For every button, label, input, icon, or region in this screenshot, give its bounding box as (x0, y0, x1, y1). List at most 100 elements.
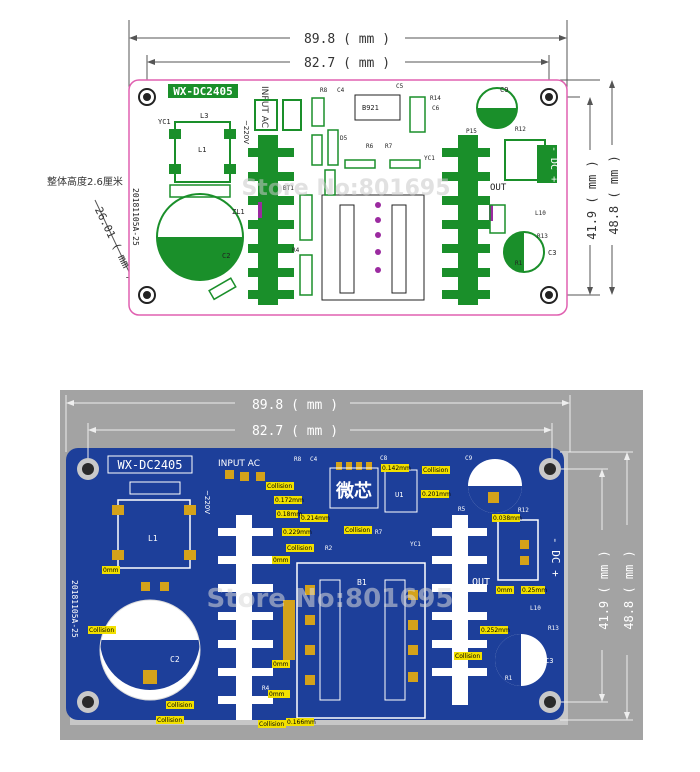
svg-text:0.166mm: 0.166mm (287, 719, 316, 726)
top-mounting-holes (138, 88, 558, 304)
svg-text:0mm: 0mm (269, 691, 285, 698)
bottom-watermark: Store No:801695 (206, 584, 453, 614)
top-capacitor-c9: C9 (476, 86, 518, 129)
bottom-brand-box (329, 467, 379, 509)
top-b921-label: B921 (362, 104, 379, 112)
top-model-label-bg (168, 84, 238, 98)
svg-text:BT1: BT1 (283, 185, 294, 192)
bottom-220v-label: ~220V (203, 490, 211, 514)
bottom-input-ac-label: INPUT AC (218, 459, 260, 469)
bottom-mounting-holes (77, 458, 561, 713)
top-ic-b921 (354, 94, 401, 121)
top-zl1-label: ZL1 (232, 208, 245, 216)
top-inductor-l1 (169, 121, 236, 183)
svg-text:BT1: BT1 (240, 575, 251, 582)
overall-height-dimension: 48.8 ( mm ) (607, 155, 621, 235)
bottom-out-label: OUT (472, 577, 490, 588)
top-capacitor-c3: C3 (503, 231, 556, 273)
overall-width-dimension: 89.8 ( mm ) (304, 32, 390, 47)
top-dc-label-bg (537, 145, 557, 183)
top-l3-label: L3 (200, 112, 208, 120)
svg-text:C8: C8 (380, 455, 388, 462)
top-220v-label: ~220V (242, 120, 250, 144)
svg-text:0mm: 0mm (103, 567, 119, 574)
bottom-dimension-lines (65, 395, 633, 721)
bottom-pcb-view: 89.8 ( mm ) 82.7 ( mm ) 41.9 ( mm ) 48.8… (60, 390, 643, 740)
bottom-heatsink-left (218, 515, 273, 720)
bottom-capacitor-c2: C2 (99, 599, 201, 701)
svg-text:R8: R8 (294, 456, 302, 463)
bottom-overall-width-dimension: 89.8 ( mm ) (252, 398, 338, 413)
svg-text:Collision: Collision (157, 717, 182, 724)
svg-text:R7: R7 (385, 143, 393, 150)
svg-text:C3: C3 (545, 657, 553, 665)
top-pcb-view: 89.8 ( mm ) 82.7 ( mm ) 41.9 ( mm ) 48.8… (47, 20, 621, 316)
hole-spacing-width-dimension: 82.7 ( mm ) (304, 56, 390, 71)
svg-text:Collision: Collision (89, 627, 114, 634)
svg-text:0.201mm: 0.201mm (422, 491, 451, 498)
bottom-overall-height-dimension: 48.8 ( mm ) (622, 550, 636, 630)
svg-text:P15: P15 (466, 128, 477, 135)
top-transformer-b1 (321, 194, 425, 301)
top-heatsink-left (248, 135, 294, 305)
bottom-inductor-l1: L1 (112, 481, 196, 569)
svg-text:L10: L10 (530, 605, 541, 612)
svg-text:YC1: YC1 (424, 155, 435, 162)
svg-text:R1: R1 (505, 675, 513, 682)
svg-text:0.172mm: 0.172mm (275, 497, 304, 504)
svg-text:YC1: YC1 (410, 541, 421, 548)
bottom-hole-spacing-height-dimension: 41.9 ( mm ) (597, 550, 611, 630)
svg-text:R5: R5 (458, 506, 466, 513)
height-note: 整体高度2.6厘米 (47, 175, 123, 188)
top-transformer-pins (258, 202, 493, 273)
svg-text:R4: R4 (292, 247, 300, 254)
drc-markers: Collision 0.142mm Collision 0.172mm 0.20… (88, 464, 547, 728)
svg-text:Collision: Collision (167, 702, 192, 709)
svg-text:0.038mm: 0.038mm (493, 515, 522, 522)
top-out-label: OUT (490, 183, 507, 193)
top-capacitor-c2: C2 (156, 193, 244, 281)
svg-text:R14: R14 (430, 95, 441, 102)
svg-text:C9: C9 (465, 455, 473, 462)
svg-text:C4: C4 (337, 87, 345, 94)
svg-text:0.142mm: 0.142mm (382, 465, 411, 472)
svg-text:0.25mm: 0.25mm (522, 587, 547, 594)
svg-text:R12: R12 (515, 126, 526, 133)
svg-text:R13: R13 (537, 233, 548, 240)
bottom-hole-spacing-width-dimension: 82.7 ( mm ) (252, 424, 338, 439)
svg-text:L10: L10 (535, 210, 546, 217)
top-model-label: WX-DC2405 (173, 85, 233, 98)
svg-text:0mm: 0mm (273, 661, 289, 668)
svg-text:0mm: 0mm (497, 587, 513, 594)
top-ref-labels: R8 C4 C5 R14 C6 P15 R12 R6 R7 YC1 BT1 R4… (283, 83, 548, 267)
svg-text:0.18mm: 0.18mm (277, 511, 302, 518)
bottom-u1-label: U1 (395, 491, 403, 499)
svg-text:R6: R6 (366, 143, 374, 150)
svg-text:C9: C9 (500, 86, 508, 94)
svg-text:0.252mm: 0.252mm (481, 627, 510, 634)
svg-text:R1: R1 (515, 260, 523, 267)
svg-text:R8: R8 (320, 87, 328, 94)
svg-text:C3: C3 (548, 249, 556, 257)
bottom-brand-label: 微芯 (335, 480, 372, 502)
bottom-dc-label: - DC + (549, 537, 562, 577)
bottom-ref-labels: R8 C4 C8 C9 R5 R12 R6 R7 YC1 R2 BT1 R4 L… (240, 455, 559, 692)
top-heatsink-right (442, 135, 490, 305)
bottom-capacitor-c3: C3 (495, 634, 553, 686)
top-watermark: Store No:801695 (241, 176, 450, 201)
svg-text:B1: B1 (357, 578, 367, 587)
top-small-components (169, 96, 506, 301)
top-dc-label: - DC + (548, 146, 559, 182)
svg-text:L1: L1 (148, 534, 158, 543)
bottom-dimension-arrows (66, 400, 630, 720)
top-l1-label: L1 (198, 146, 206, 154)
svg-text:R12: R12 (518, 507, 529, 514)
svg-text:C4: C4 (310, 456, 318, 463)
top-side-text: 20181105A-25 (131, 188, 140, 246)
svg-text:Collision: Collision (287, 545, 312, 552)
top-bridge-rectifier (254, 99, 278, 131)
top-input-terminal (282, 99, 302, 131)
bottom-transformer-b1: B1 (296, 562, 426, 719)
svg-text:0.214mm: 0.214mm (301, 515, 330, 522)
bottom-side-text: 20181105A-25 (70, 580, 79, 638)
